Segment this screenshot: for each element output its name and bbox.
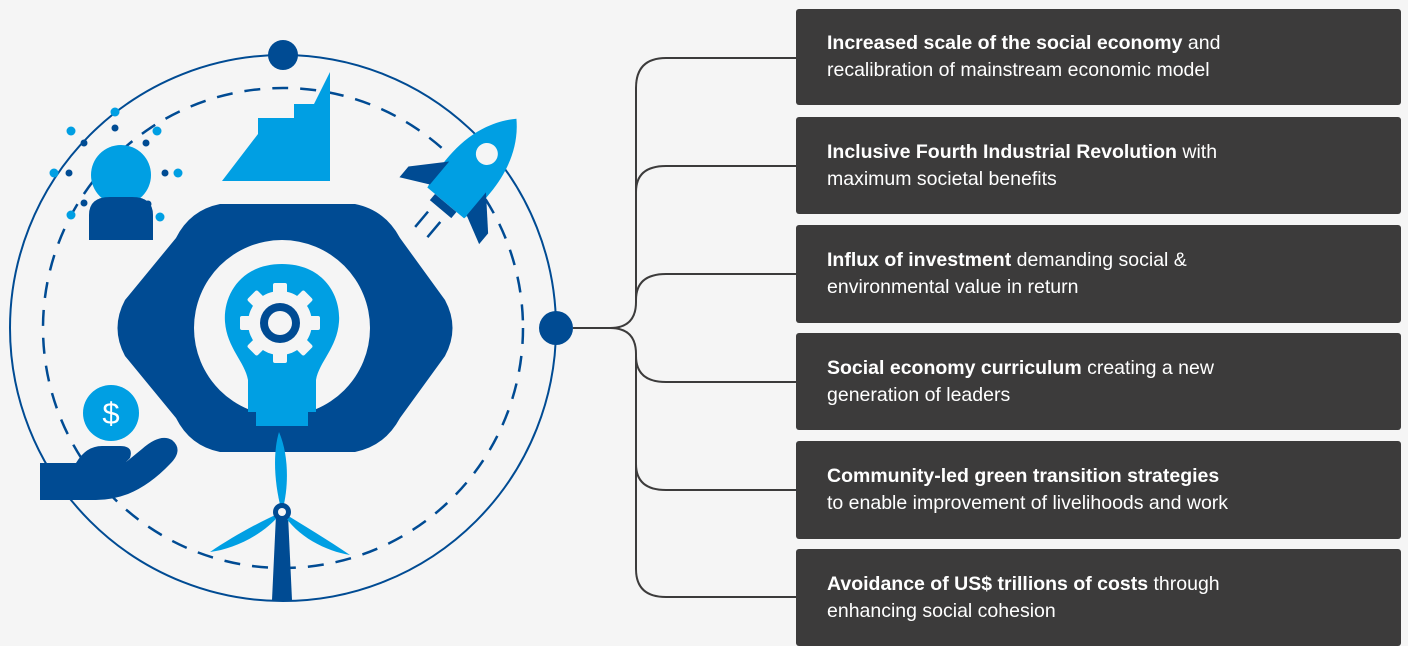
dollar-coin-icon: $	[83, 385, 139, 441]
gear-icon	[240, 283, 320, 363]
outcome-box-4: Social economy curriculum creating a new…	[796, 333, 1401, 430]
outcome-2-line2: maximum societal benefits	[827, 167, 1057, 190]
top-node-dot	[268, 40, 298, 70]
social-economy-illustration: $	[9, 40, 573, 602]
outcome-4-bold: Social economy curriculum	[827, 356, 1082, 379]
outcome-box-3: Influx of investment demanding social & …	[796, 225, 1401, 323]
outcome-4-line2: generation of leaders	[827, 383, 1011, 406]
wind-turbine-icon	[210, 432, 350, 600]
outcome-1-bold: Increased scale of the social economy	[827, 32, 1183, 54]
branch-connector-5	[635, 463, 797, 491]
outcome-4-rest: creating a new	[1081, 356, 1214, 379]
hand-icon	[40, 437, 178, 500]
outcome-box-2: Inclusive Fourth Industrial Revolution w…	[796, 117, 1401, 214]
outcome-box-5: Community-led green transition strategie…	[796, 441, 1401, 539]
branch-connector-4	[635, 355, 797, 383]
outcome-2-bold: Inclusive Fourth Industrial Revolution	[827, 140, 1177, 163]
outcome-2-rest: with	[1176, 140, 1218, 163]
rocket-icon	[399, 118, 517, 245]
outcome-6-bold: Avoidance of US$ trillions of costs	[827, 572, 1149, 595]
outcome-box-6: Avoidance of US$ trillions of costs thro…	[796, 549, 1401, 646]
outcome-5-bold: Community-led green transition strategie…	[827, 465, 1220, 487]
outcome-box-1: Increased scale of the social economy an…	[796, 9, 1401, 105]
outcome-3-bold: Influx of investment	[827, 249, 1012, 271]
branch-connector-2	[635, 165, 797, 193]
person-network-icon	[49, 107, 183, 240]
outcome-1-rest: and	[1182, 32, 1221, 54]
outcome-1-line2: recalibration of mainstream economic mod…	[827, 59, 1210, 81]
connector-brackets	[573, 57, 797, 598]
hub-connector-lower	[609, 327, 797, 598]
lightbulb-gear-icon	[224, 264, 340, 426]
hand-money-group: $	[40, 385, 178, 500]
outcome-6-rest: through	[1148, 572, 1220, 595]
outcome-3-line2: environmental value in return	[827, 276, 1079, 298]
outcome-6-line2: enhancing social cohesion	[827, 599, 1056, 622]
growth-chart-icon	[222, 72, 330, 181]
hub-connector	[573, 57, 797, 329]
hub-node-dot	[539, 311, 573, 345]
outcome-5-line2: to enable improvement of livelihoods and…	[827, 492, 1229, 514]
outcome-3-rest: demanding social &	[1011, 249, 1187, 271]
dollar-symbol: $	[102, 396, 119, 431]
branch-connector-3	[635, 273, 797, 301]
